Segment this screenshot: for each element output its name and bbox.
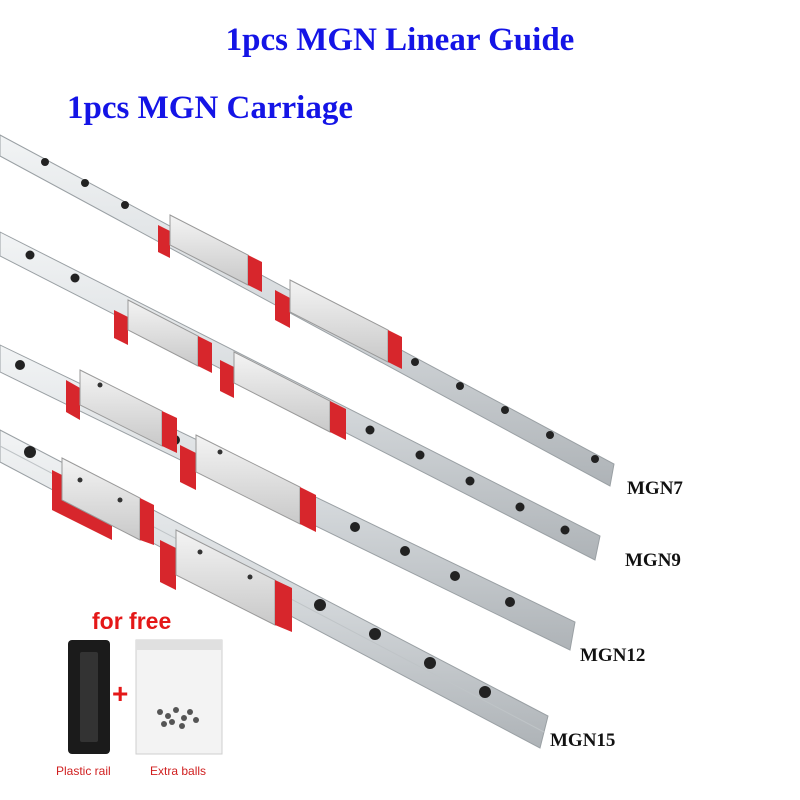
carriage-mgn7-a [158, 214, 262, 292]
extra-balls-image [135, 639, 223, 755]
plus-sign: + [112, 678, 129, 709]
extra-balls-caption: Extra balls [150, 764, 207, 778]
rail-label-mgn15: MGN15 [550, 730, 616, 751]
plastic-rail-caption: Plastic rail [56, 764, 111, 778]
rail-mgn12 [0, 344, 576, 651]
rail-mgn7 [0, 134, 615, 487]
carriage-mgn12-a [66, 369, 177, 453]
headline-linear-guide: 1pcs MGN Linear Guide [225, 22, 575, 58]
rail-label-mgn12: MGN12 [580, 645, 646, 666]
rail-label-mgn9: MGN9 [625, 550, 681, 571]
carriage-mgn15-a [52, 457, 154, 545]
carriage-mgn12-b [180, 434, 316, 532]
carriage-mgn9-a [114, 299, 212, 373]
for-free-label: for free [92, 608, 172, 634]
carriage-mgn15-b [160, 529, 292, 632]
rail-label-mgn7: MGN7 [627, 478, 683, 499]
rail-mgn9 [0, 231, 601, 561]
carriage-mgn9-b [220, 351, 346, 440]
plastic-rail-image [68, 640, 110, 754]
carriage-mgn7-b [275, 279, 402, 369]
headline-carriage: 1pcs MGN Carriage [67, 90, 353, 126]
rail-mgn15 [0, 429, 549, 749]
